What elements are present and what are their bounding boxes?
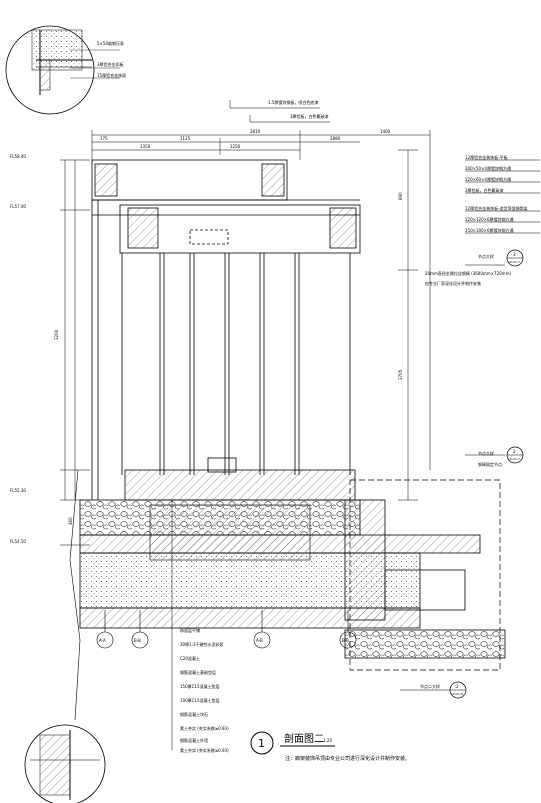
detail-top-label-3: 15厚铝合金饰面 <box>97 72 126 78</box>
top-dim-1: 2810 <box>250 129 261 134</box>
left-dimensions <box>60 159 90 546</box>
right-label-2: 100×50×4厚镀锌钢方通 <box>465 165 511 171</box>
axis-2: B-B <box>134 638 141 643</box>
callout-right-2-extra: 钢棒固定节点 <box>478 461 502 467</box>
elevation-2: FL57.00 <box>10 204 26 209</box>
title-number: 1 <box>258 737 265 750</box>
callout-bottom-num: 2 <box>456 684 459 689</box>
title-block <box>250 731 335 755</box>
foundation <box>79 457 506 659</box>
detail-top-label-2: 3厚铝合金扣板 <box>97 61 124 67</box>
top-dim-5: 175 <box>100 136 108 141</box>
top-dim-2: 1125 <box>180 136 191 141</box>
callout-right-1-label: 节点大样 <box>478 253 494 259</box>
callout-right-2-label: 节点大样 <box>478 450 494 456</box>
callout-right-2-num: 2 <box>513 449 516 454</box>
bottom-label-8: 素土夯实 (夯实系数≥0.93) <box>180 725 229 731</box>
right-dim-2: 3705 <box>398 369 403 380</box>
bottom-label-6: 100厚C15混凝土垫层 <box>180 697 220 703</box>
bottom-label-3: C20混凝土 <box>180 655 200 661</box>
right-leaders <box>398 149 540 501</box>
top-label-2: 3厚铝板，白色氟碳漆 <box>290 113 329 119</box>
note-text: 注：廊架装饰吊顶由专业公司进行深化设计并制作安装。 <box>285 755 410 762</box>
top-dim-4: 1250 <box>230 144 241 149</box>
callout-right-2-ref: LD-01.7 <box>508 457 520 461</box>
right-label-7: 150×100×6厚镀锌钢方通 <box>465 227 514 233</box>
detail-circle-top <box>5 25 120 115</box>
bottom-label-2: 30厚1:3干硬性水泥砂浆 <box>180 641 224 647</box>
callout-bottom <box>400 681 467 699</box>
axis-4: B-B <box>342 638 349 643</box>
right-label-1: 12厚铝合金装饰板-平板 <box>465 154 508 160</box>
callout-right-1-ref: LD-01.7 <box>508 260 520 264</box>
callout-right-1 <box>506 249 524 267</box>
elevation-3: FL55.30 <box>10 488 26 493</box>
bottom-label-1: 饰面层平铺 <box>180 627 200 633</box>
left-dim-2: 460 <box>68 517 73 525</box>
bottom-label-7: 钢筋混凝土块石 <box>180 711 208 717</box>
title-scale: 1:20 <box>323 738 332 743</box>
bottom-label-5: 150厚C15混凝土垫层 <box>180 683 220 689</box>
bottom-label-10: 素土夯实 (夯实系数≥0.93) <box>180 747 229 753</box>
rods <box>91 200 351 500</box>
left-break-line <box>69 469 81 721</box>
top-leaders <box>229 100 330 123</box>
elevation-4: FL54.50 <box>10 539 26 544</box>
top-dim-6: 2880 <box>330 136 341 141</box>
bottom-label-9: 钢筋混凝土外墙 <box>180 737 208 743</box>
detail-circle-bottom <box>24 724 106 803</box>
detail-top-label-1: 5×50扁钢压条 <box>97 40 124 46</box>
axis-markers <box>96 610 357 649</box>
axis-3: A-B <box>256 638 263 643</box>
callout-right-2 <box>506 446 524 464</box>
right-label-6: 120×120×6厚镀锌钢方通 <box>465 216 514 222</box>
canopy-roof <box>91 159 361 254</box>
rod-label-2: 由专业厂家深化设计并制作安装 <box>425 280 481 286</box>
bottom-label-4: 钢筋混凝土基础垫层 <box>180 669 216 675</box>
right-dim-1: 890 <box>398 192 403 200</box>
rod-label-1: 20mm直径金属拉丝钢棒 (3600mm×720mm) <box>425 270 511 276</box>
callout-bottom-label: 节点二大样 <box>420 683 440 689</box>
top-dimension-lines <box>91 130 431 160</box>
left-dim-1: 3200 <box>54 329 59 340</box>
right-label-4: 3厚铝板，白色氟碳漆 <box>465 187 504 193</box>
top-label-1: 1.5厚镀锌钢板，喷白色底漆 <box>268 99 318 105</box>
axis-1: A-A <box>99 638 106 643</box>
callout-right-1-num: 3 <box>513 252 516 257</box>
callout-bottom-ref: LD-01.6 <box>451 692 463 696</box>
top-dim-3: 1350 <box>140 144 151 149</box>
top-dim-7: 1400 <box>380 129 391 134</box>
right-label-5: 12厚铝合金装饰板-造型弯弧钢骨架 <box>465 205 528 211</box>
title-label: 剖面图二 <box>284 732 324 745</box>
elevation-1: FL58.40 <box>10 154 26 159</box>
right-label-3: 120×60×4厚镀锌钢方通 <box>465 176 511 182</box>
drain-detail-box <box>349 479 501 671</box>
